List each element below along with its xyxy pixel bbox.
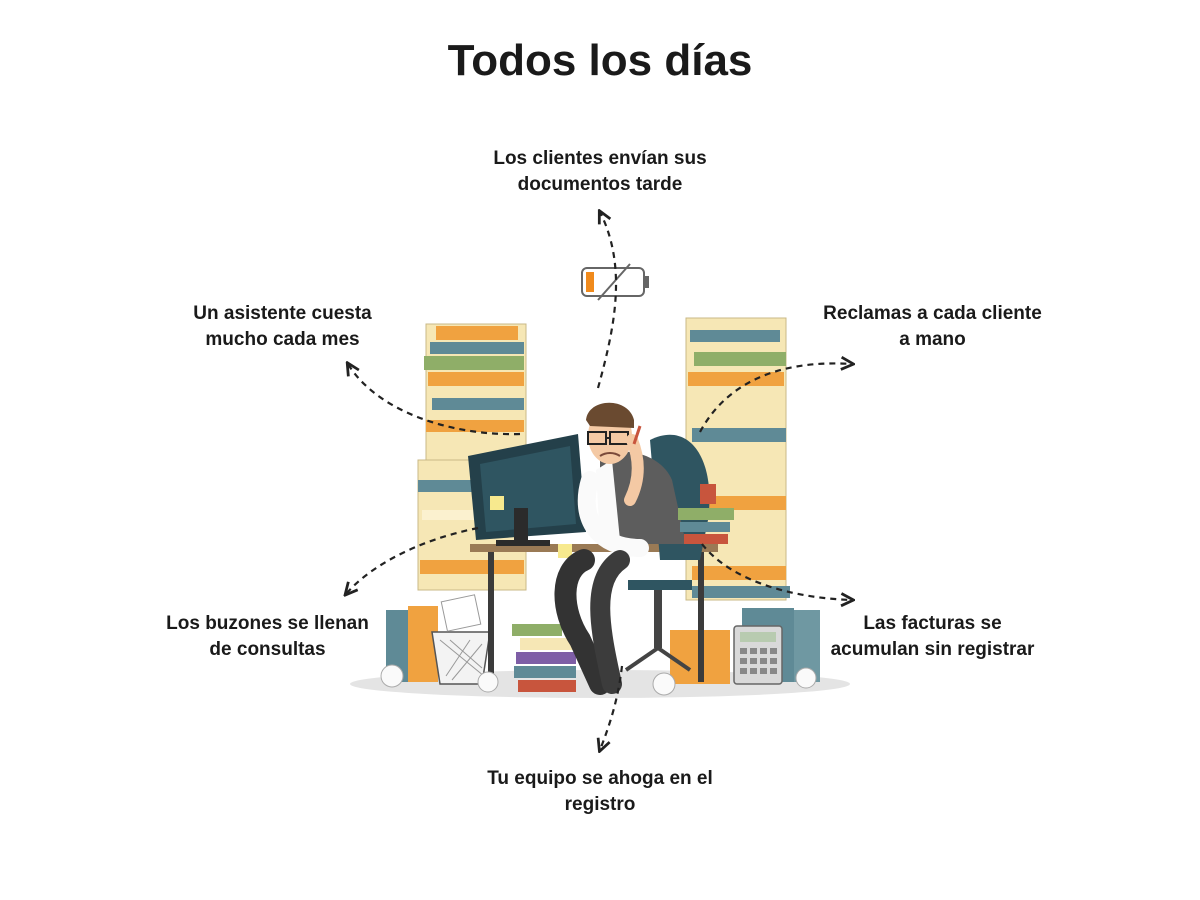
desk <box>470 544 718 682</box>
wastebasket-icon <box>431 594 491 685</box>
office-worker <box>554 402 686 695</box>
arrow-bottom-left <box>346 526 479 594</box>
low-battery-icon <box>581 263 649 301</box>
book-pile <box>512 624 576 692</box>
page-title: Todos los días <box>447 36 753 85</box>
arrow-bottom <box>600 665 624 750</box>
problem-label-top-left: Un asistente cuesta mucho cada mes <box>135 301 430 353</box>
left-document-stack <box>417 323 527 591</box>
arrows <box>346 212 852 750</box>
problem-text: Reclamas a cada cliente a mano <box>823 303 1042 350</box>
arrow-top-right <box>699 363 852 433</box>
problem-text: Las facturas se acumulan sin registrar <box>830 613 1035 660</box>
arrow-bottom-right <box>701 543 852 600</box>
arrow-top-left <box>348 364 521 436</box>
desk-items <box>678 484 734 544</box>
problem-label-bottom-left: Los buzones se llenan de consultas <box>130 611 405 663</box>
problem-text: Los buzones se llenan de consultas <box>166 613 369 660</box>
problem-label-bottom: Tu equipo se ahoga en el registro <box>450 766 750 818</box>
right-document-stack <box>685 317 790 601</box>
problem-label-bottom-right: Las facturas se acumulan sin registrar <box>805 611 1060 663</box>
problem-text: Tu equipo se ahoga en el registro <box>487 768 713 815</box>
problem-text: Un asistente cuesta mucho cada mes <box>193 303 372 350</box>
problem-label-top-right: Reclamas a cada cliente a mano <box>780 301 1085 353</box>
crumpled-papers <box>380 664 817 696</box>
computer-monitor <box>468 434 586 558</box>
problem-label-top: Los clientes envían sus documentos tarde <box>450 146 750 198</box>
calculator-icon <box>733 625 783 685</box>
arrow-top <box>596 212 618 389</box>
problem-text: Los clientes envían sus documentos tarde <box>493 148 707 195</box>
